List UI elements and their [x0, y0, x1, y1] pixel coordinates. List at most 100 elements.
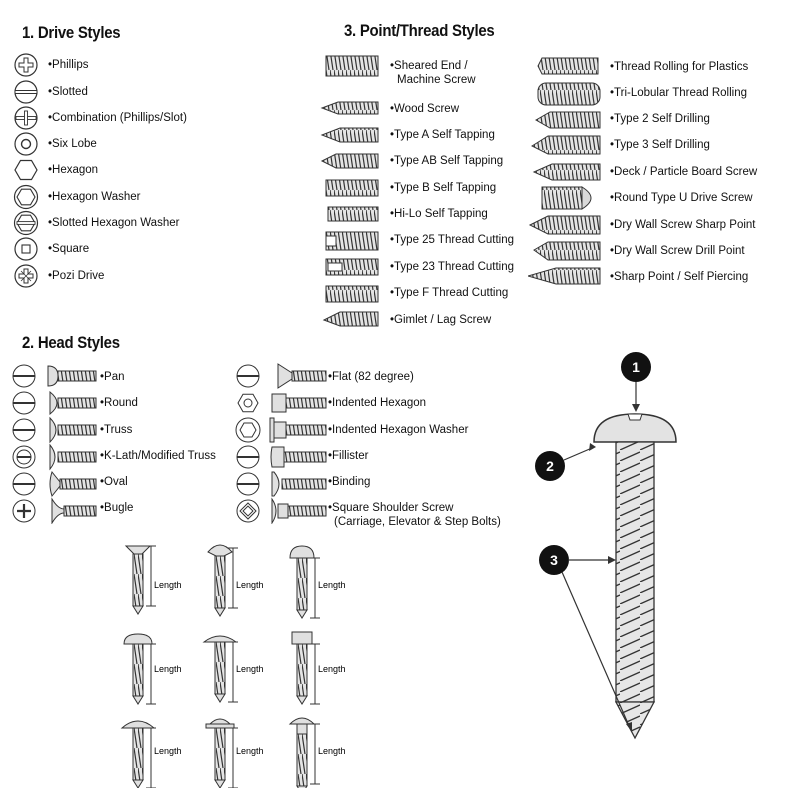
type-b-screw-icon	[325, 179, 379, 197]
drive-icons	[13, 53, 39, 288]
length-diagram-k-lath: Length	[120, 720, 182, 788]
drywall-drill-point-icon	[533, 241, 601, 261]
sheared-end-screw-icon	[325, 55, 379, 77]
point-item: Type F Thread Cutting	[390, 286, 508, 300]
head-item: Square Shoulder Screw(Carriage, Elevator…	[328, 501, 501, 529]
phillips-drive-icon	[14, 53, 38, 77]
round-head-icon	[12, 390, 97, 416]
point-item: Type 25 Thread Cutting	[390, 233, 514, 247]
drive-item: Six Lobe	[48, 137, 97, 151]
length-label: Length	[154, 580, 182, 590]
head-item: Fillister	[328, 449, 368, 463]
screw-head	[593, 413, 677, 443]
six-lobe-drive-icon	[14, 132, 38, 156]
fillister-head-icon	[236, 445, 327, 469]
combination-drive-icon	[14, 106, 38, 130]
length-label: Length	[154, 664, 182, 674]
drywall-sharp-point-icon	[528, 215, 601, 235]
head-item: Binding	[328, 475, 370, 489]
type-f-screw-icon	[325, 285, 379, 303]
point-item: Hi-Lo Self Tapping	[390, 207, 488, 221]
point-item: Tri-Lobular Thread Rolling	[610, 86, 747, 100]
point-item: Wood Screw	[390, 102, 459, 116]
length-label: Length	[236, 580, 264, 590]
indented-hexagon-washer-head-icon	[235, 417, 327, 443]
type-23-screw-icon	[325, 258, 379, 276]
truss-head-icon	[12, 416, 97, 444]
svg-text:1: 1	[632, 359, 640, 375]
gimlet-screw-icon	[322, 311, 379, 327]
tri-lobular-icon	[537, 82, 601, 106]
length-diagram-carriage: Length	[288, 717, 346, 788]
square-shoulder-head-icon	[236, 497, 327, 524]
head-item: Round	[100, 396, 138, 410]
length-diagrams: Length Length Length Length Length Lengt…	[120, 544, 346, 788]
round-type-u-icon	[541, 186, 592, 210]
drive-item: Hexagon Washer	[48, 190, 140, 204]
head-item: Truss	[100, 423, 132, 437]
head-styles-title: 2. Head Styles	[22, 333, 120, 352]
length-diagram-round: Length	[289, 545, 346, 619]
point-item: Dry Wall Screw Drill Point	[610, 244, 745, 258]
length-label: Length	[318, 664, 346, 674]
type-ab-screw-icon	[320, 153, 379, 169]
head-item: Indented Hexagon	[328, 396, 426, 410]
point-item: Type 23 Thread Cutting	[390, 260, 514, 274]
head-item: K-Lath/Modified Truss	[100, 449, 216, 463]
length-diagram-fillister: Length	[291, 631, 346, 705]
binding-head-icon	[236, 471, 327, 497]
slotted-drive-icon	[14, 80, 38, 104]
length-label: Length	[236, 746, 264, 756]
length-diagram-oval: Length	[207, 544, 264, 617]
length-diagram-flat: Length	[124, 545, 182, 615]
sharp-point-self-piercing-icon	[528, 267, 601, 285]
length-diagram-truss: Length	[202, 635, 264, 703]
length-label: Length	[154, 746, 182, 756]
point-item: Type A Self Tapping	[390, 128, 495, 142]
drive-item: Phillips	[48, 58, 88, 72]
head-item: Indented Hexagon Washer	[328, 423, 468, 437]
point-item: Round Type U Drive Screw	[610, 191, 753, 205]
drive-item: Square	[48, 242, 89, 256]
square-drive-icon	[14, 237, 38, 261]
drive-item: Slotted	[48, 85, 88, 99]
thread-rolling-plastics-icon	[537, 57, 599, 75]
callout-1: 1	[621, 352, 651, 412]
indented-hexagon-head-icon	[237, 393, 327, 413]
point-item: Deck / Particle Board Screw	[610, 165, 757, 179]
length-diagram-pan: Length	[123, 633, 182, 705]
drive-item: Slotted Hexagon Washer	[48, 216, 179, 230]
k-lath-head-icon	[12, 443, 97, 471]
head-icons-left	[12, 364, 97, 524]
drive-styles-title: 1. Drive Styles	[22, 23, 121, 42]
point-thread-icons-left	[320, 55, 379, 327]
type-a-screw-icon	[320, 127, 379, 143]
point-item: Type 3 Self Drilling	[610, 138, 710, 152]
svg-text:2: 2	[546, 458, 554, 474]
length-diagram-hex-washer: Length	[205, 718, 264, 788]
screw-anatomy-diagram: 1 2 3	[535, 352, 677, 740]
pan-head-icon	[12, 364, 97, 388]
point-item: Sheared End /Machine Screw	[390, 59, 476, 87]
drive-item: Combination (Phillips/Slot)	[48, 111, 187, 125]
point-item: Type AB Self Tapping	[390, 154, 503, 168]
point-item: Type 2 Self Drilling	[610, 112, 710, 126]
head-item: Oval	[100, 475, 128, 489]
flat-head-icon	[236, 363, 327, 389]
oval-head-icon	[12, 470, 97, 498]
hi-lo-screw-icon	[327, 206, 379, 222]
svg-text:3: 3	[550, 552, 558, 568]
hexagon-drive-icon	[14, 159, 38, 181]
point-item: Gimlet / Lag Screw	[390, 313, 491, 327]
type-2-self-drilling-icon	[534, 111, 601, 129]
callout-2: 2	[535, 443, 596, 481]
head-item: Flat (82 degree)	[328, 370, 414, 384]
length-label: Length	[318, 580, 346, 590]
screw-thread	[614, 441, 656, 740]
point-thread-styles-title: 3. Point/Thread Styles	[344, 21, 495, 40]
deck-screw-icon	[532, 163, 601, 181]
slotted-hexagon-washer-drive-icon	[13, 210, 39, 236]
hexagon-washer-drive-icon	[13, 184, 39, 210]
point-item: Sharp Point / Self Piercing	[610, 270, 748, 284]
point-item: Dry Wall Screw Sharp Point	[610, 218, 755, 232]
